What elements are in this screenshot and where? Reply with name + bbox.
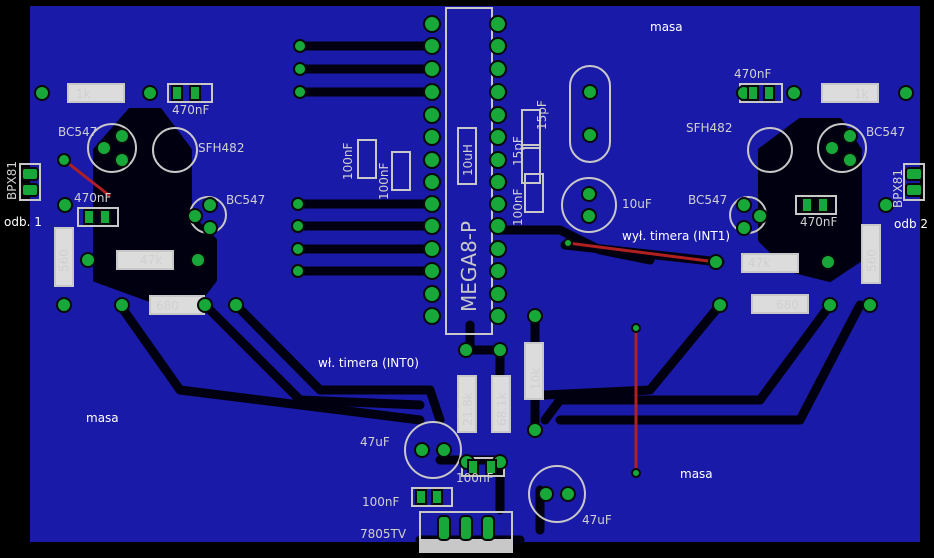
c10u-label: 10uF [622,197,652,211]
c15p-1-label: 15pF [535,100,549,130]
bc547-left1-label: BC547 [58,125,97,139]
r10k-label: 10k [529,368,543,390]
traces [93,41,865,545]
text-labels: masa masa masa odb. 1 odb 2 wł. timera (… [4,20,928,541]
c100n-center-label: 100nF [511,188,525,226]
l10u-label: 10uH [461,144,475,176]
r47k-right-label: 47k [748,256,770,270]
c47u-left-label: 47uF [360,435,390,449]
sfh-left-label: SFH482 [198,141,244,155]
r560-right-label: 560 [865,249,879,272]
c100n-left1-label: 100nF [341,142,355,180]
c100n-left2-label: 100nF [377,162,391,200]
label-odb1: odb. 1 [4,215,42,229]
c470-left-label: 470nF [172,103,210,117]
label-masa-left: masa [86,411,119,425]
bpx-right-label: BPX81 [891,169,905,208]
label-int0: wł. timera (INT0) [318,356,419,370]
bc547-left2-label: BC547 [226,193,265,207]
c470-small-right-label: 470nF [800,215,838,229]
reg-label: 7805TV [360,527,407,541]
r680-left-label: 680 [156,299,179,313]
c47u-right-label: 47uF [582,513,612,527]
r1k-left-label: 1k [76,87,91,101]
c100n-bottom2-label: 100nF [456,471,494,485]
r680-right-label: 680 [776,298,799,312]
ic-label: MEGA8-P [457,221,481,312]
c15p-2-label: 15pF [511,136,525,166]
r68-label: 68.1k [495,392,509,426]
label-odb2: odb 2 [894,217,928,231]
bc547-right2-label: BC547 [688,193,727,207]
label-int1: wył. timera (INT1) [622,229,730,243]
bc547-right1-label: BC547 [866,125,905,139]
r47k-left-label: 47k [140,253,162,267]
label-masa-bottom: masa [680,467,713,481]
r21k-label: 21.8k [461,392,475,426]
bpx-left-label: BPX81 [5,161,19,200]
ic-body [445,7,493,335]
sfh-right-label: SFH482 [686,121,732,135]
label-masa-top: masa [650,20,683,34]
airwires [63,158,717,473]
pads [21,15,923,541]
r560-left-label: 560 [57,249,71,272]
c100n-bottom1-label: 100nF [362,495,400,509]
c470-right-label: 470nF [734,67,772,81]
r1k-right-label: 1k [854,87,869,101]
c470-small-left-label: 470nF [74,191,112,205]
